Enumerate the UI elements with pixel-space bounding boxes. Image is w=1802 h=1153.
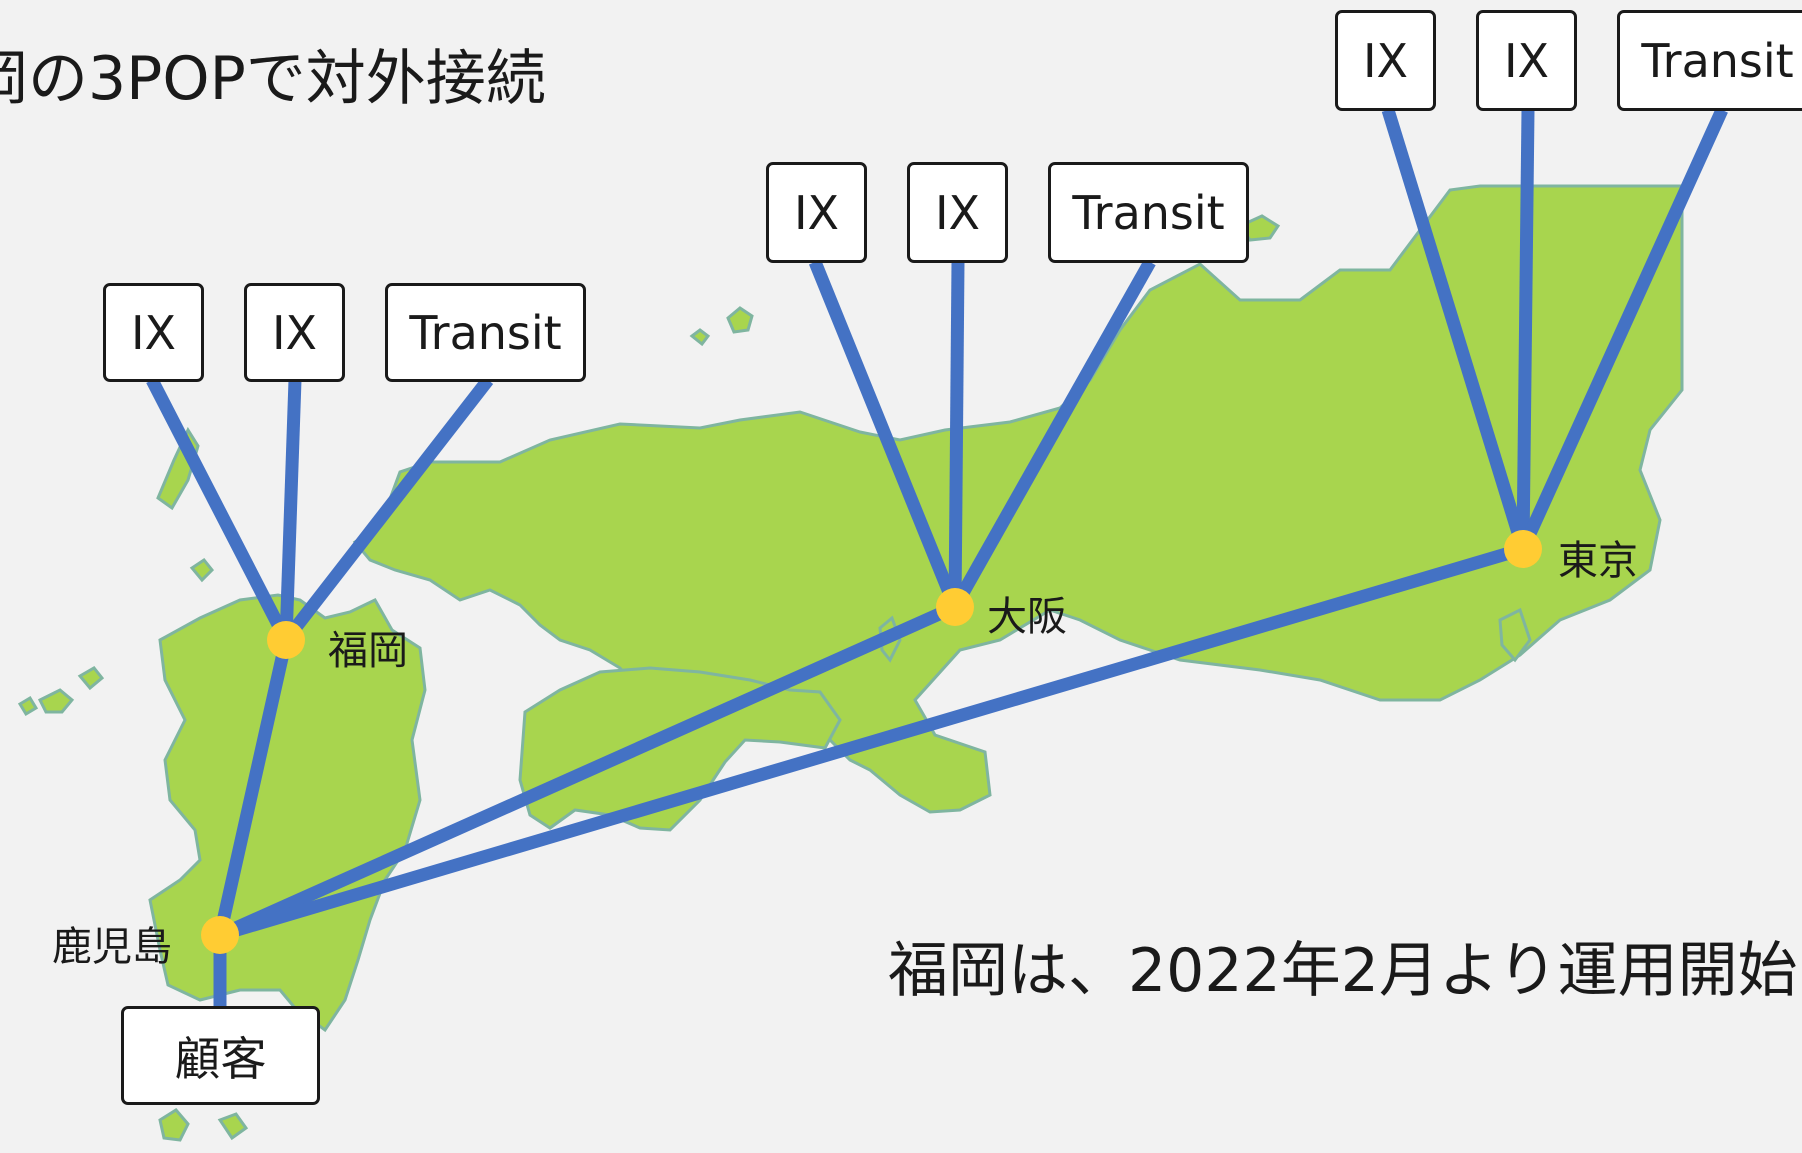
pop-markers [201,530,1542,954]
osaka-transit-box: Transit [1048,162,1249,263]
city-label-kagoshima: 鹿児島 [52,924,172,970]
yakushima-island [217,1112,249,1141]
tokyo-ix-box-1: IX [1335,10,1436,111]
pop-marker-osaka [936,588,974,626]
link-tokyo-ix-2 [1516,109,1535,550]
fukuoka-ix-box-2: IX [244,283,345,382]
page-title: 岡の3POPで対外接続 [0,44,546,114]
city-label-tokyo: 東京 [1558,538,1638,584]
city-label-fukuoka: 福岡 [328,628,408,674]
tokyo-ix-box-2: IX [1476,10,1577,111]
link-fukuoka-transit [280,376,494,644]
city-label-osaka: 大阪 [987,594,1067,640]
operation-note: 福岡は、2022年2月より運用開始 [888,936,1798,1006]
iki-island [189,557,215,583]
link-fukuoka-ix-2 [279,379,302,641]
tokyo-transit-box: Transit [1617,10,1802,111]
link-kagoshima-tokyo [218,542,1525,942]
fukuoka-transit-box: Transit [385,283,586,382]
goto-island [37,688,75,714]
oki-island [726,306,754,334]
osaka-ix-box-1: IX [766,162,867,263]
link-tokyo-transit [1517,107,1728,552]
goto-island-3 [17,695,39,717]
link-kagoshima-osaka [217,601,958,941]
pop-marker-fukuoka [267,621,305,659]
pop-marker-tokyo [1504,530,1542,568]
link-fukuoka-ix-1 [146,377,292,643]
tanegashima-island [158,1108,190,1142]
link-osaka-ix-1 [808,259,962,610]
network-links [146,107,1728,1012]
link-kagoshima-fukuoka [213,638,293,937]
pop-marker-kagoshima [201,916,239,954]
link-osaka-ix-2 [948,261,965,608]
oki-island-small [689,328,711,347]
link-tokyo-ix-1 [1381,108,1530,551]
customer-box: 顧客 [121,1006,320,1105]
izu-peninsula [1498,607,1532,663]
goto-island-2 [77,666,105,691]
link-osaka-transit [949,258,1156,611]
osaka-ix-box-2: IX [907,162,1008,263]
shikoku-landmass [518,666,842,832]
fukuoka-ix-box-1: IX [103,283,204,382]
